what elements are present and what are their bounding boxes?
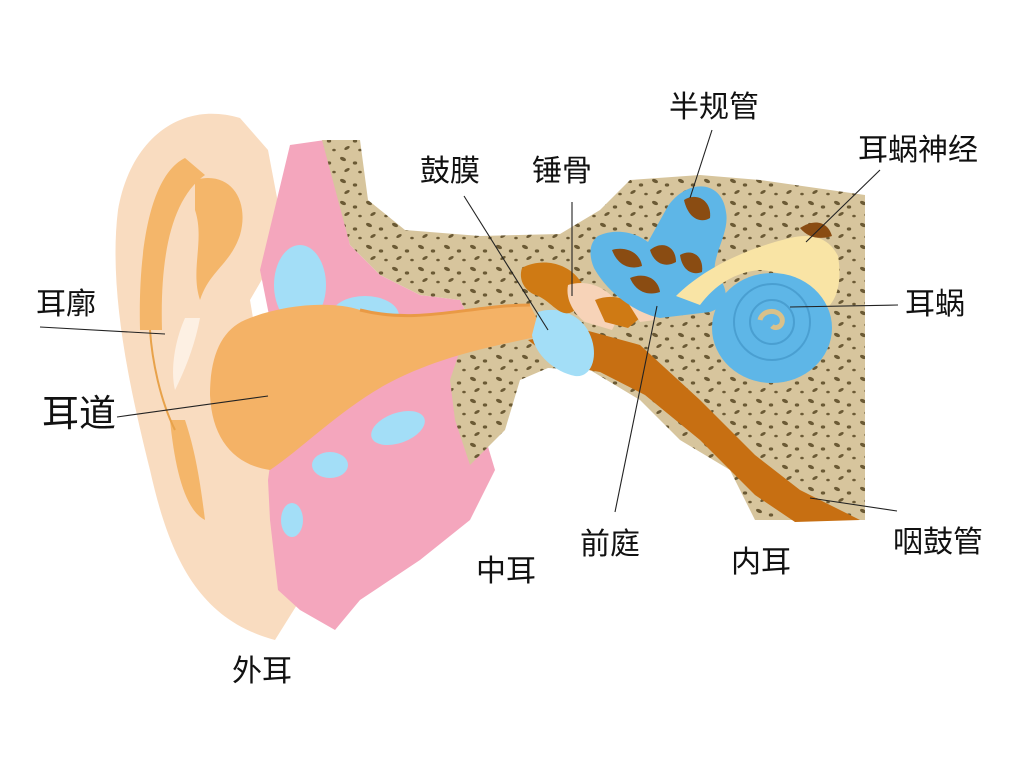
temporal-bone xyxy=(322,140,865,520)
label-pinna: 耳廓 xyxy=(36,287,96,322)
leader-line-eardrum xyxy=(463,195,549,331)
leader-line-eustachian xyxy=(809,497,898,512)
pinna xyxy=(115,113,301,641)
ear-canal-shape xyxy=(210,304,545,470)
eustachian-tube xyxy=(528,330,860,522)
label-eardrum: 鼓膜 xyxy=(420,154,480,189)
label-inner-ear: 内耳 xyxy=(731,545,791,580)
label-cochlea: 耳蜗 xyxy=(905,287,965,322)
eardrum-shape xyxy=(532,309,595,377)
cochlea-shape xyxy=(712,273,832,383)
label-cochlear-nerve: 耳蜗神经 xyxy=(858,133,978,168)
cochlear-nerve-shape xyxy=(676,236,840,310)
leader-line-ear-canal xyxy=(116,395,269,418)
label-malleus: 锤骨 xyxy=(532,154,592,189)
leader-line-cochlear-nerve xyxy=(805,169,881,243)
leader-line-cochlea xyxy=(789,304,899,308)
leader-lines xyxy=(39,129,899,513)
label-vestibule: 前庭 xyxy=(580,527,640,562)
leader-line-semicircular xyxy=(689,129,713,199)
label-semicircular-canals: 半规管 xyxy=(669,90,759,125)
label-outer-ear: 外耳 xyxy=(232,654,292,689)
label-eustachian-tube: 咽鼓管 xyxy=(893,525,983,560)
leader-line-vestibule xyxy=(614,305,658,513)
label-ear-canal: 耳道 xyxy=(42,392,116,435)
leader-line-pinna xyxy=(39,326,166,335)
label-middle-ear: 中耳 xyxy=(476,554,536,589)
